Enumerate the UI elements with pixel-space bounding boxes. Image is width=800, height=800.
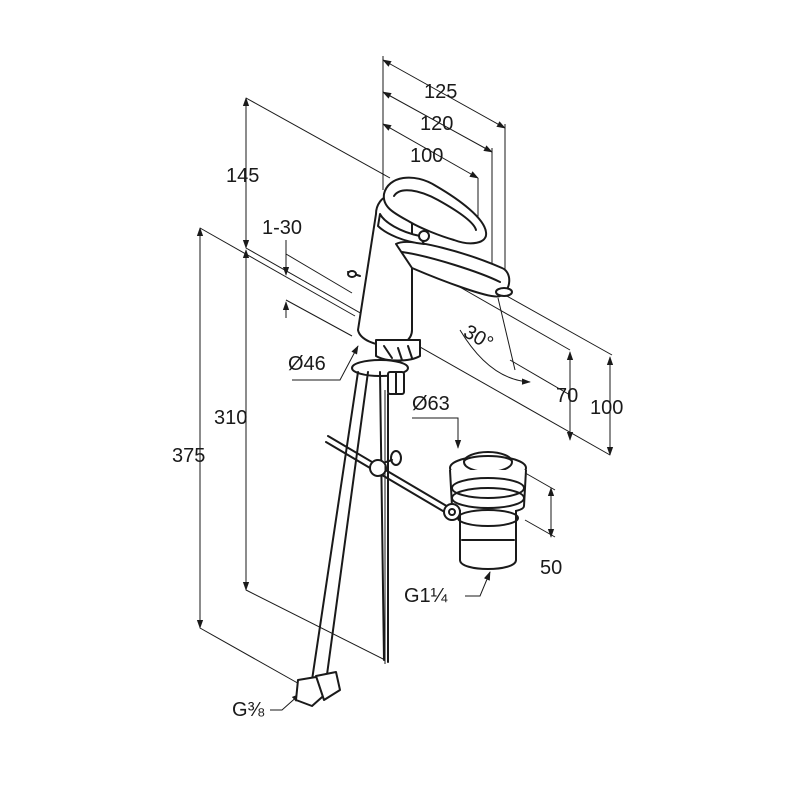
- dim-375-label: 375: [172, 445, 205, 467]
- dim-145-label: 145: [226, 165, 259, 187]
- dim-d63-label: Ø63: [412, 393, 450, 415]
- dim-70-label: 70: [556, 385, 578, 407]
- dim-100-top-label: 100: [410, 145, 443, 167]
- dim-100-right-label: 100: [590, 397, 623, 419]
- hose-right: [379, 371, 385, 661]
- waste-drain: [443, 451, 527, 570]
- dim-310-label: 310: [214, 407, 247, 429]
- faucet-assembly: [295, 176, 527, 707]
- dim-d46-label: Ø46: [288, 353, 326, 375]
- dim-angle-30-label: 30°: [460, 321, 497, 355]
- dimension-labels: 125 120 100 145 1-30 Ø46 310 375 30° Ø63…: [172, 81, 623, 721]
- lever-handle: [382, 176, 488, 245]
- dimension-lines: [196, 59, 614, 711]
- dim-50-label: 50: [540, 557, 562, 579]
- dim-120-label: 120: [420, 113, 453, 135]
- dim-1-30-label: 1-30: [262, 217, 302, 239]
- hose-left: [311, 371, 359, 681]
- extension-lines: [199, 56, 613, 691]
- thread-g38-label: G⅜: [232, 699, 265, 721]
- dim-125-label: 125: [424, 81, 457, 103]
- thread-g114-label: G1¼: [404, 585, 448, 607]
